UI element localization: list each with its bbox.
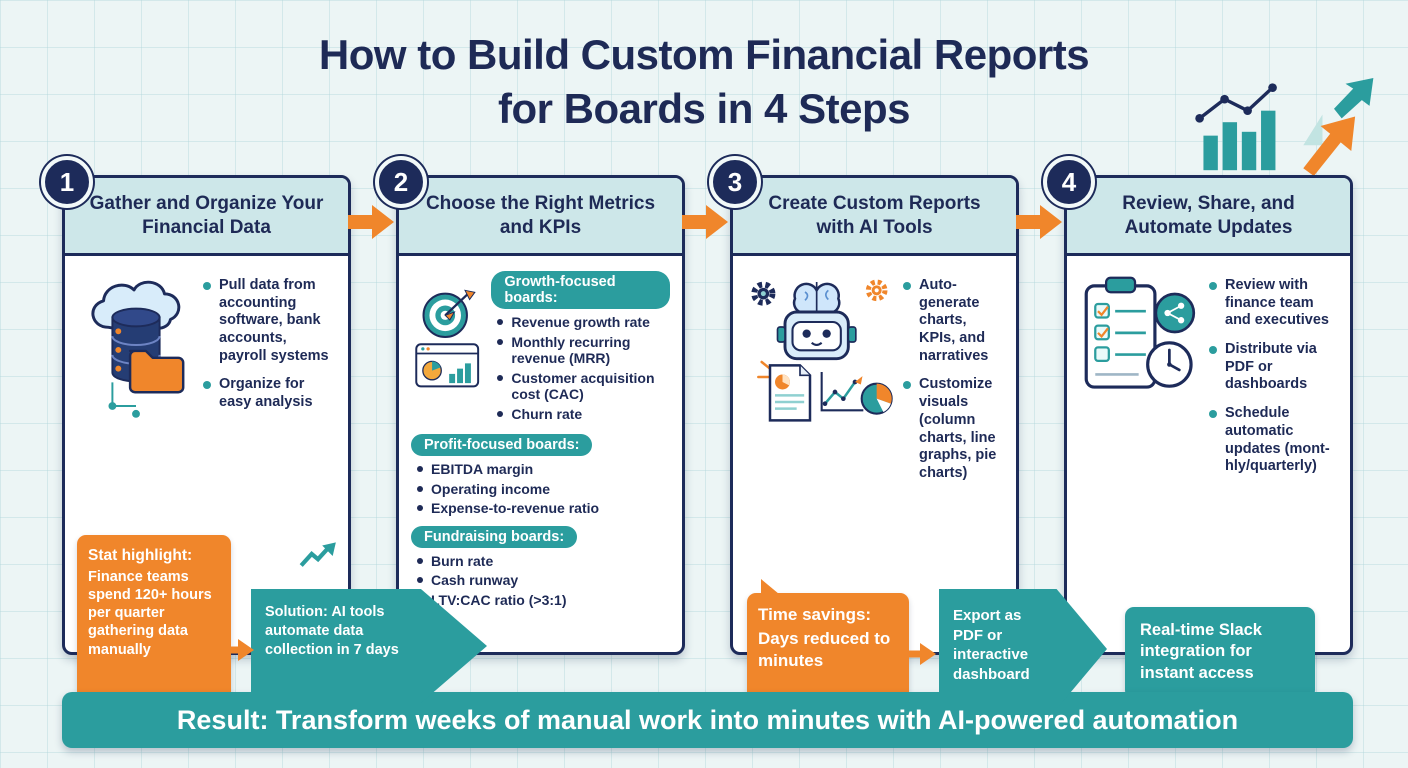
- step-3-title: Create Custom Reports with AI Tools: [733, 178, 1016, 256]
- step-1-title: Gather and Organize Your Financial Data: [65, 178, 348, 256]
- uptrend-arrow-icon: [299, 542, 336, 567]
- step-1-body: Pull data from accounting software, bank…: [65, 259, 487, 717]
- step-card-3: 3 Create Custom Reports with AI Tools: [709, 156, 1107, 715]
- kpi-group-items: EBITDA margin Operating income Expense-t…: [417, 461, 670, 517]
- bullet-item: Customize visuals (column charts, line g…: [903, 376, 1004, 482]
- step-3-badge: 3: [709, 156, 761, 208]
- stat-label: Stat highlight:: [88, 547, 193, 564]
- list-item: Operating income: [417, 481, 670, 498]
- step-4-title: Review, Share, and Automate Updates: [1067, 178, 1350, 256]
- page-title-line1: How to Build Custom Financial Reports: [318, 31, 1090, 78]
- step-card-1: 1 Gather and Organize Your Financial Dat…: [41, 156, 487, 717]
- solution-label: Solution:: [265, 604, 328, 620]
- step-2-title: Choose the Right Metrics and KPIs: [399, 178, 682, 256]
- list-item: EBITDA margin: [417, 461, 670, 478]
- stat-highlight-box: Stat highlight: Finance teams spend 120+…: [77, 535, 231, 717]
- cloud-database-folder-icon: [91, 280, 185, 418]
- connector-arrow-icon: [227, 639, 254, 661]
- kpi-group-pill: Fundraising boards:: [411, 525, 578, 548]
- step-arrow-icon: [348, 205, 394, 239]
- step-3-bullets: Auto-generate charts, KPIs, and narrativ…: [903, 277, 1004, 494]
- stat-text-bold: 120+ hours: [134, 586, 212, 603]
- list-item: Burn rate: [417, 553, 670, 570]
- kpi-group-items: Burn rate Cash runway LTV:CAC ratio (>3:…: [417, 553, 670, 609]
- step-4-body: Review with finance team and executives …: [1067, 259, 1350, 699]
- list-item: Cash runway: [417, 572, 670, 589]
- kpi-group-pill: Growth-focused boards:: [491, 271, 670, 309]
- step-1-bullets: Pull data from accounting software, bank…: [203, 277, 336, 423]
- solution-text: Export as PDF or interactive dashboard: [953, 607, 1030, 683]
- stat-text-before: Finance teams spend: [88, 568, 189, 603]
- page-title-line2: for Boards in 4 Steps: [498, 84, 910, 132]
- list-item: LTV:CAC ratio (>3:1): [417, 592, 670, 609]
- step-2-badge: 2: [375, 156, 427, 208]
- ai-robot-icon: [751, 279, 893, 422]
- list-item: Monthly recurring revenue (MRR): [497, 334, 670, 367]
- list-item: Revenue growth rate: [497, 314, 670, 331]
- bullet-item: Distribute via PDF or dashboards: [1209, 341, 1338, 394]
- kpi-group-pill: Profit-focused boards:: [411, 434, 593, 457]
- bullet-item: Auto-generate charts, KPIs, and narrativ…: [903, 277, 1004, 365]
- step-card-2: 2 Choose the Right Metrics and KPIs: [375, 156, 685, 655]
- bullet-item: Pull data from accounting software, bank…: [203, 277, 336, 365]
- kpi-group-items: Revenue growth rate Monthly recurring re…: [497, 314, 670, 422]
- kpi-group-fundraising: Fundraising boards: Burn rate Cash runwa…: [411, 525, 670, 609]
- step-card-4: 4 Review, Share, and Automate Updates: [1043, 156, 1353, 699]
- target-metrics-icon: [415, 289, 480, 388]
- list-item: Customer acquisition cost (CAC): [497, 370, 670, 403]
- list-item: Expense-to-revenue ratio: [417, 500, 670, 517]
- page-title: How to Build Custom Financial Reports fo…: [0, 28, 1408, 136]
- checklist-share-clock-icon: [1084, 276, 1196, 389]
- step-4-bullets: Review with finance team and executives …: [1209, 277, 1338, 487]
- stat-text-after: per quarter gathering data manually: [88, 605, 188, 658]
- bullet-item: Schedule automatic updates (mont-hly/qua…: [1209, 405, 1338, 476]
- bullet-item: Review with finance team and executives: [1209, 277, 1338, 330]
- step-arrow-icon: [682, 205, 728, 239]
- step-2-body: Growth-focused boards: Revenue growth ra…: [399, 259, 682, 652]
- stat-text-before: Days reduced to: [758, 629, 891, 649]
- bullet-item: Organize for easy analysis: [203, 376, 336, 411]
- kpi-group-profit: Profit-focused boards: EBITDA margin Ope…: [411, 434, 670, 517]
- solution-text: AI tools automate data collection in 7 d…: [265, 604, 399, 658]
- stat-label: Time savings:: [758, 605, 872, 624]
- step-1-badge: 1: [41, 156, 93, 208]
- list-item: Churn rate: [497, 406, 670, 423]
- step-3-body: Auto-generate charts, KPIs, and narrativ…: [733, 259, 1107, 715]
- slack-integration-callout: Real-time Slack integration for instant …: [1125, 607, 1315, 699]
- kpi-group-growth: Growth-focused boards: Revenue growth ra…: [491, 271, 670, 425]
- step-arrow-icon: [1016, 205, 1062, 239]
- step-4-badge: 4: [1043, 156, 1095, 208]
- growth-chart-icon: [1195, 78, 1374, 176]
- connector-arrow-icon: [909, 643, 936, 665]
- stat-text-bold: minutes: [758, 651, 824, 671]
